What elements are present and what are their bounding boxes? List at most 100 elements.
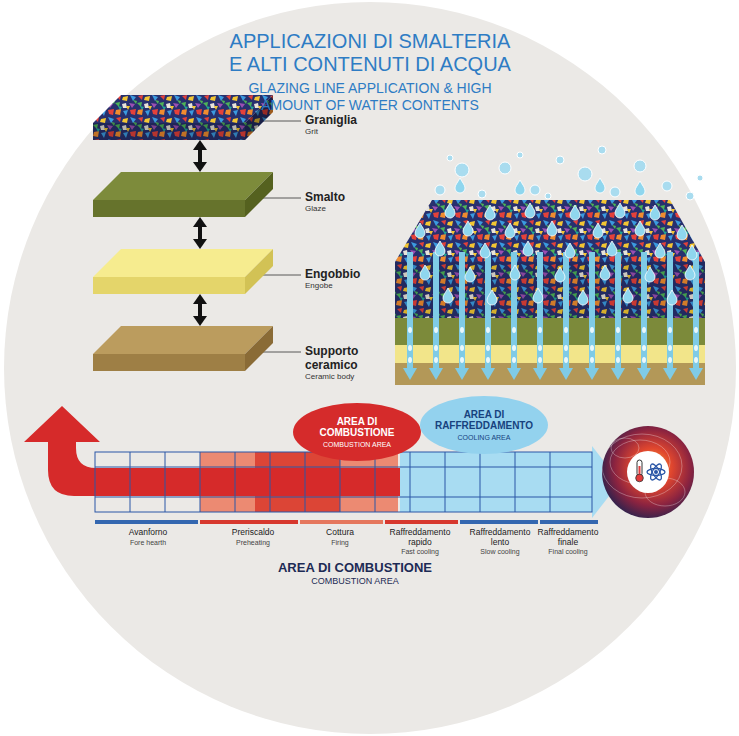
water-drop — [525, 203, 535, 218]
arrow-head — [193, 162, 207, 172]
diagram-title: APPLICAZIONI DI SMALTERIA E ALTI CONTENU… — [224, 30, 516, 76]
water-drop — [565, 243, 575, 258]
thermometer-bulb — [636, 474, 644, 482]
layer-name: Smalto — [305, 190, 369, 204]
water-column — [663, 252, 677, 380]
layer-name: Supporto ceramico — [305, 344, 369, 372]
water-column — [533, 252, 547, 380]
water-drop — [510, 265, 520, 280]
layer-slab — [93, 326, 273, 371]
layer-name-english: Glaze — [305, 204, 369, 214]
water-drop — [595, 178, 605, 193]
slab-side — [245, 249, 273, 294]
water-drop — [463, 221, 473, 236]
bubble — [556, 156, 564, 164]
bubble — [530, 185, 540, 195]
kiln-zone-label: Raffreddamento lento — [467, 528, 533, 547]
arrow-head — [193, 294, 207, 304]
water-drop — [420, 265, 430, 280]
slab-front — [93, 123, 245, 140]
adhesion-arrow — [193, 217, 207, 249]
water-drop — [607, 241, 617, 256]
water-column — [403, 252, 417, 380]
water-drop — [485, 205, 495, 220]
kiln-grid-line — [550, 452, 551, 512]
section-label: COMBUSTION AREA — [245, 576, 465, 587]
grit-front-shade — [395, 262, 705, 318]
water-drop — [435, 241, 445, 256]
slab-top — [93, 95, 273, 123]
thermometer — [637, 460, 642, 476]
slab-front — [93, 200, 245, 217]
water-drop — [465, 267, 475, 282]
layer-name-english: Ceramic body — [305, 372, 369, 382]
water-drop — [645, 267, 655, 282]
kiln-zone-label: Firing — [307, 539, 373, 547]
water-column — [611, 252, 625, 380]
timeline-segment — [460, 520, 538, 524]
kiln-grid-line — [515, 452, 516, 512]
bubble — [662, 181, 672, 191]
glaze-band — [395, 318, 705, 345]
water-column — [455, 252, 469, 380]
slab-side — [245, 326, 273, 371]
atom-orbit — [648, 462, 663, 481]
section-label: AREA DI COMBUSTIONE — [245, 560, 465, 575]
water-drop — [615, 203, 625, 218]
water-drop — [480, 243, 490, 258]
arrow-head — [193, 140, 207, 150]
contour — [611, 438, 639, 458]
kiln-grid-line — [200, 452, 201, 512]
water-column — [507, 252, 521, 380]
kiln-grid-line — [305, 452, 306, 512]
kiln-grid-line — [445, 452, 446, 512]
water-column — [585, 252, 599, 380]
area-ellipse-fill — [293, 403, 421, 461]
leader-lines — [255, 119, 301, 354]
area-ellipse-node: AREA DI COMBUSTIONECOMBUSTION AREA — [292, 402, 422, 462]
timeline-segment — [300, 520, 383, 524]
water-drop — [655, 243, 665, 258]
area-ellipse-node: AREA DI RAFFREDDAMENTOCOOLING AREA — [419, 395, 549, 455]
water-drop — [593, 223, 603, 238]
atom-orbit — [648, 462, 663, 481]
water-drop — [515, 180, 525, 195]
layer-node: EngobbioEngobe — [93, 249, 273, 294]
cooling-arrow-body — [400, 452, 592, 512]
atom-symbol — [647, 462, 665, 481]
heat-map-disc — [602, 426, 694, 518]
layer-name-english: Grit — [305, 127, 369, 137]
area-title-english: COMBUSTION AREA — [302, 440, 412, 449]
layer-slab — [93, 172, 273, 217]
layer-name-english: Engobe — [305, 281, 369, 291]
kiln-zone-label: Slow cooling — [467, 548, 533, 556]
water-drop — [650, 205, 660, 220]
water-columns — [403, 252, 703, 380]
slab-top — [93, 249, 273, 277]
background-disc — [4, 2, 736, 734]
layer-name: Graniglia — [305, 113, 369, 127]
adhesion-arrow — [193, 140, 207, 172]
bubble — [447, 155, 453, 161]
area-ellipse-fill — [420, 396, 548, 454]
wet-tile-illustration — [395, 146, 705, 385]
icon-badge — [627, 451, 669, 493]
area-title: AREA DI RAFFREDDAMENTO — [429, 409, 539, 432]
water-bubbles — [435, 146, 703, 200]
arrow-head — [193, 239, 207, 249]
water-drop — [677, 225, 687, 240]
bubble — [686, 192, 694, 200]
kiln-outline — [95, 452, 592, 512]
heat-contours — [602, 434, 685, 506]
water-drop — [685, 265, 695, 280]
kiln-grid-line — [270, 452, 271, 512]
grit-block — [395, 200, 705, 385]
bubble — [610, 187, 620, 197]
kiln-zone-label: Final cooling — [535, 548, 601, 556]
water-drop — [635, 221, 645, 236]
water-column — [429, 252, 443, 380]
bubble — [697, 175, 703, 181]
bubble — [545, 193, 551, 199]
bubble — [598, 146, 606, 154]
layer-slab — [93, 249, 273, 294]
